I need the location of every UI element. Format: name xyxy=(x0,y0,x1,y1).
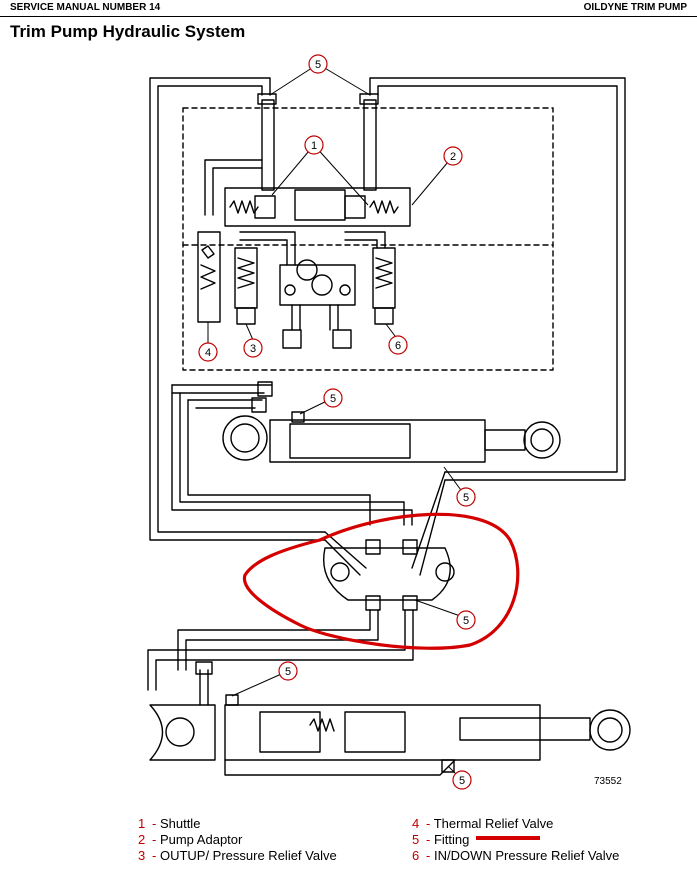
callout-2: 2 xyxy=(450,151,456,163)
legend-item-output-relief-valve: 3- OUTUP/ Pressure Relief Valve xyxy=(138,848,337,863)
legend-number: 6 xyxy=(412,848,420,863)
pump-housing-outline xyxy=(182,107,554,371)
shuttle-housing xyxy=(224,187,411,227)
filter-right xyxy=(332,329,352,349)
legend-label: IN/DOWN Pressure Relief Valve xyxy=(433,848,620,863)
trim-cylinder-body xyxy=(269,419,486,463)
figure-number: 73552 xyxy=(594,776,622,787)
highlight-underline xyxy=(476,836,540,840)
legend-number: 2 xyxy=(138,832,146,847)
callout-5-bottom: 5 xyxy=(459,775,465,787)
legend-label: Pump Adaptor xyxy=(159,832,243,847)
callout-5-top: 5 xyxy=(315,59,321,71)
trim-cylinder-eye-left xyxy=(222,415,268,461)
callout-5-cylinder-lower: 5 xyxy=(463,492,469,504)
lower-cylinder-eye xyxy=(149,704,216,761)
legend-label: Thermal Relief Valve xyxy=(433,816,554,831)
outer-hose-right-inner xyxy=(377,85,618,473)
legend-label: OUTUP/ Pressure Relief Valve xyxy=(159,848,337,863)
lower-cylinder-rod xyxy=(459,717,591,741)
gear-right-icon xyxy=(311,274,333,296)
legend-number: 1 xyxy=(138,816,146,831)
lower-cylinder-eye-right xyxy=(589,709,631,751)
page-title: Trim Pump Hydraulic System xyxy=(10,22,246,41)
pipe-right xyxy=(363,99,377,191)
callout-6: 6 xyxy=(395,340,401,352)
trim-cylinder-eye-right xyxy=(523,421,561,459)
legend-item-thermal-relief-valve: 4- Thermal Relief Valve xyxy=(412,816,554,831)
manual-section: OILDYNE TRIM PUMP xyxy=(583,2,687,13)
fitting-top-left xyxy=(257,93,277,105)
callout-5-manifold: 5 xyxy=(463,615,469,627)
manual-number: SERVICE MANUAL NUMBER 14 xyxy=(10,2,161,13)
legend-number: 4 xyxy=(412,816,420,831)
legend-item-in-down-relief-valve: 6- IN/DOWN Pressure Relief Valve xyxy=(412,848,620,863)
gear-pump-body xyxy=(279,264,356,306)
thermal-relief-valve xyxy=(197,231,221,323)
callout-4: 4 xyxy=(205,347,211,359)
callout-3: 3 xyxy=(250,343,256,355)
legend-item-shuttle: 1- Shuttle xyxy=(138,816,201,831)
page-header: SERVICE MANUAL NUMBER 14 OILDYNE TRIM PU… xyxy=(0,0,697,17)
gear-left-icon xyxy=(296,259,318,281)
legend-item-fitting: 5- Fitting xyxy=(412,832,470,847)
outer-hose-loop xyxy=(149,77,326,541)
filter-left xyxy=(282,329,302,349)
pipe-left xyxy=(261,99,275,191)
legend-number: 5 xyxy=(412,832,420,847)
legend-label: Shuttle xyxy=(159,816,201,831)
legend-item-pump-adaptor: 2- Pump Adaptor xyxy=(138,832,243,847)
manifold-block xyxy=(323,547,451,601)
trim-cylinder-rod xyxy=(484,429,526,451)
highlight-circle xyxy=(242,512,520,650)
legend-number: 3 xyxy=(138,848,146,863)
lower-cylinder-body xyxy=(224,704,541,761)
outer-hose-right xyxy=(369,77,626,481)
callout-1: 1 xyxy=(311,140,317,152)
outer-hose-loop-inner xyxy=(157,85,326,533)
callout-5-cylinder: 5 xyxy=(330,393,336,405)
legend-label: Fitting xyxy=(433,832,470,847)
callout-5-lower: 5 xyxy=(285,666,291,678)
